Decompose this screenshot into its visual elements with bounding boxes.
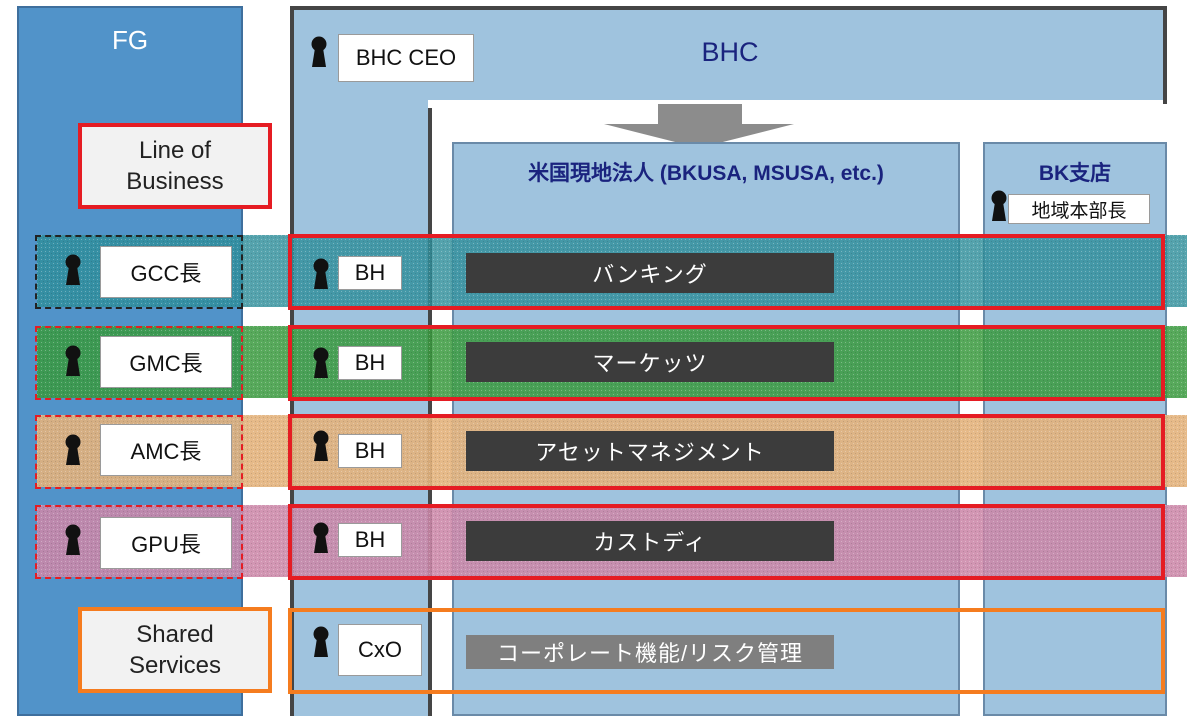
red-frame-asset-management: [288, 414, 1165, 490]
bh-box: BH: [338, 523, 402, 557]
keyhole-person-icon: [310, 36, 328, 68]
gmc-dashed-frame: [35, 326, 243, 400]
gcc-head-box: GCC長: [100, 246, 232, 298]
gcc-dashed-frame: [35, 235, 243, 309]
cxo-box: CxO: [338, 624, 422, 676]
regional-head-box: 地域本部長: [1008, 194, 1150, 224]
bh-box: BH: [338, 434, 402, 468]
red-frame-markets: [288, 325, 1165, 401]
amc-head-box: AMC長: [100, 424, 232, 476]
bk-branch-title: BK支店: [1038, 162, 1112, 185]
keyhole-person-icon: [64, 345, 82, 377]
function-bar-markets: マーケッツ: [466, 342, 834, 382]
keyhole-person-icon: [64, 524, 82, 556]
shared-services-label: Shared Services: [78, 607, 272, 693]
bh-box: BH: [338, 346, 402, 380]
bhc-left-column: [290, 100, 432, 716]
orange-frame-shared-services: [288, 608, 1165, 694]
bhc-title: BHC: [701, 36, 759, 67]
lob-line1: Line of: [138, 136, 212, 164]
bh-box: BH: [338, 256, 402, 290]
gpu-head-box: GPU長: [100, 517, 232, 569]
keyhole-person-icon: [990, 190, 1008, 222]
bhc-inner-gap: [428, 100, 1163, 108]
down-arrow-icon: [604, 104, 794, 148]
red-frame-banking: [288, 234, 1165, 310]
line-of-business-label: Line of Business: [78, 123, 272, 209]
function-bar-corporate: コーポレート機能/リスク管理: [466, 635, 834, 669]
gpu-dashed-frame: [35, 505, 243, 579]
red-frame-custody: [288, 504, 1165, 580]
shared-line2: Services: [128, 652, 222, 679]
amc-dashed-frame: [35, 415, 243, 489]
fg-title: FG: [111, 24, 149, 55]
shared-line1: Shared: [136, 620, 214, 648]
lob-line2: Business: [126, 168, 224, 195]
function-bar-banking: バンキング: [466, 253, 834, 293]
keyhole-person-icon: [64, 434, 82, 466]
function-bar-asset-management: アセットマネジメント: [466, 431, 834, 471]
keyhole-person-icon: [64, 254, 82, 286]
us-subsidiaries-title: 米国現地法人 (BKUSA, MSUSA, etc.): [528, 162, 884, 185]
function-bar-custody: カストディ: [466, 521, 834, 561]
bhc-ceo-box: BHC CEO: [338, 34, 474, 82]
gmc-head-box: GMC長: [100, 336, 232, 388]
